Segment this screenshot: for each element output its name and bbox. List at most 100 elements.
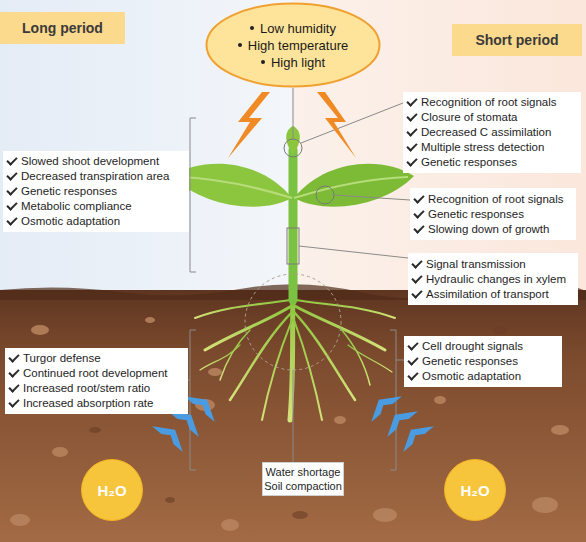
node-text: Signal transmission [426,257,526,272]
response-list: Slowed shoot developmentDecreased transp… [3,151,189,232]
check-mark [407,369,418,380]
node-text: Increased root/stem ratio [23,381,150,396]
check-mark [411,257,422,268]
water-label: H₂O [97,482,126,499]
bullet-dot [238,43,242,47]
text-row: Hydraulic changes in xylem [412,272,574,287]
text-row: Continued root development [9,366,184,381]
node-text: Soil compaction [264,479,342,493]
text-row: Genetic responses [407,155,577,170]
text-row: Genetic responses [408,354,558,369]
check-mark [407,354,418,365]
text-row: H₂O [97,482,126,499]
text-row: Decreased transpiration area [7,169,185,184]
text-row: Signal transmission [412,257,574,272]
check-mark [8,381,19,392]
water-circle: H₂O [80,458,144,522]
node-text: Recognition of root signals [428,192,564,207]
period-label: Short period [475,32,558,48]
text-row: Genetic responses [7,184,185,199]
node-text: Decreased C assimilation [421,125,551,140]
text-row: Osmotic adaptation [7,214,185,229]
node-text: Decreased transpiration area [21,169,169,184]
check-mark [8,396,19,407]
check-mark [413,207,424,218]
node-text: Multiple stress detection [421,140,544,155]
text-row: Long period [22,20,103,36]
text-row: Assimilation of transport [412,287,574,302]
response-list: Cell drought signalsGenetic responsesOsm… [404,336,562,387]
node-text: Slowing down of growth [428,222,549,237]
shape-fill [82,460,143,521]
check-mark [6,169,17,180]
text-row: Slowed shoot development [7,154,185,169]
node-text: Increased absorption rate [23,396,153,411]
response-list: Signal transmissionHydraulic changes in … [408,253,578,305]
text-row: Multiple stress detection [407,140,577,155]
text-row: Turgor defense [9,351,184,366]
check-mark [406,125,417,136]
check-mark [6,199,17,210]
node-text: Hydraulic changes in xylem [426,272,566,287]
check-mark [6,154,17,165]
node-text: High light [271,54,325,71]
text-row: Recognition of root signals [414,192,572,207]
text-row: High light [261,54,325,71]
node-text: Low humidity [260,20,336,37]
text-row: Metabolic compliance [7,199,185,214]
check-mark [406,155,417,166]
response-list: Recognition of root signalsGenetic respo… [410,188,576,240]
node-text: Assimilation of transport [426,287,549,302]
text-row: Osmotic adaptation [408,369,558,384]
bullet-dot [261,60,265,64]
node-text: Cell drought signals [422,339,523,354]
node-text: Metabolic compliance [21,199,132,214]
period-label: Long period [22,20,103,36]
node-text: Osmotic adaptation [422,369,521,384]
check-mark [6,214,17,225]
check-mark [8,366,19,377]
text-row: Cell drought signals [408,339,558,354]
period-tab: Short period [452,24,582,56]
text-row: Closure of stomata [407,110,577,125]
text-row: Low humidity [250,20,336,37]
node-text: Continued root development [23,366,168,381]
node-text: Closure of stomata [421,110,518,125]
node-text: Osmotic adaptation [21,214,120,229]
response-list: Turgor defenseContinued root development… [5,348,188,414]
response-list: Recognition of root signalsClosure of st… [403,92,581,173]
shape-fill [207,4,380,87]
check-mark [411,287,422,298]
text-row: Increased absorption rate [9,396,184,411]
text-row: Recognition of root signals [407,95,577,110]
check-mark [8,351,19,362]
check-mark [6,184,17,195]
shape-fill [445,460,506,521]
text-row: Increased root/stem ratio [9,381,184,396]
cause-box: Water shortageSoil compaction [262,462,344,496]
node-text: Genetic responses [422,354,518,369]
text-row: High temperature [238,37,348,54]
text-row: Short period [475,32,558,48]
node-text: Turgor defense [23,351,101,366]
check-mark [411,272,422,283]
node-text: Water shortage [266,465,341,479]
text-row: H₂O [460,482,489,499]
check-mark [406,95,417,106]
check-mark [406,140,417,151]
node-text: Genetic responses [421,155,517,170]
text-row: Slowing down of growth [414,222,572,237]
node-text: Slowed shoot development [21,154,159,169]
bullet-dot [250,26,254,30]
node-text: Genetic responses [21,184,117,199]
check-mark [413,222,424,233]
check-mark [413,192,424,203]
node-text: Recognition of root signals [421,95,557,110]
text-row: Soil compaction [264,479,342,493]
check-mark [406,110,417,121]
node-text: High temperature [248,37,348,54]
text-row: Decreased C assimilation [407,125,577,140]
text-row: Genetic responses [414,207,572,222]
text-row: Water shortage [266,465,341,479]
